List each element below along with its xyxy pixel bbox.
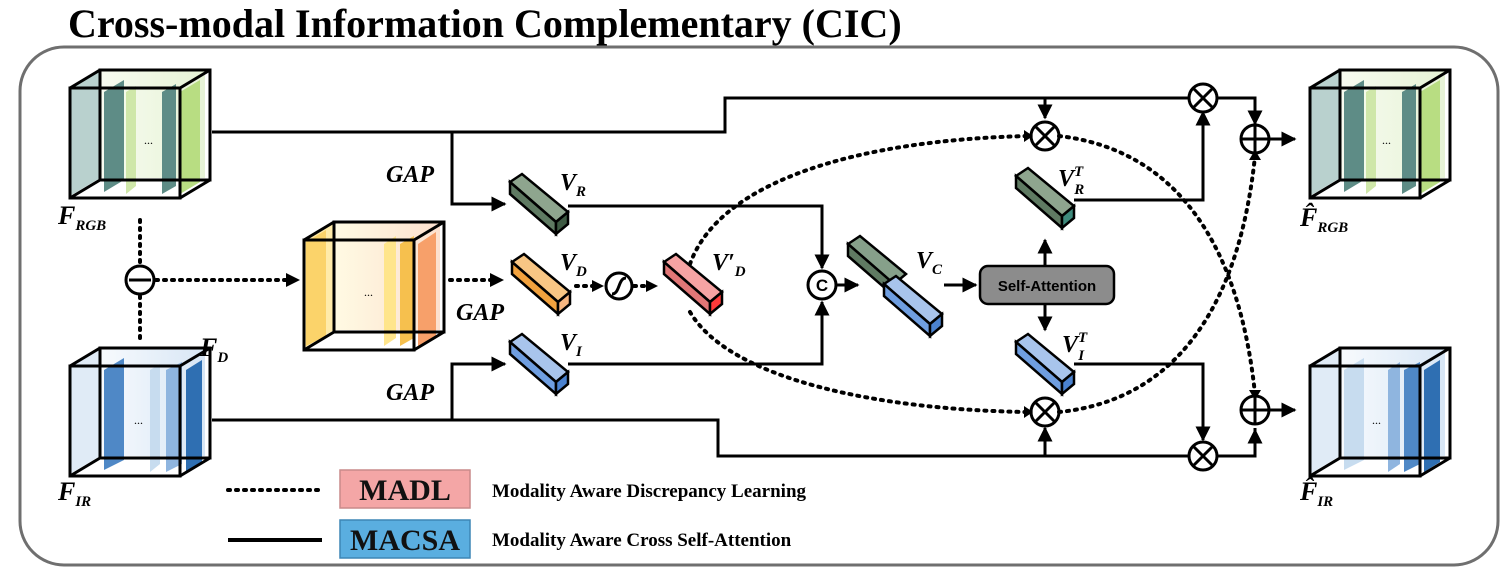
ellipsis-out-ir: ... [1372,413,1381,427]
vr-vector [507,172,570,237]
f-hat-ir-cube: ... [1308,346,1452,478]
vi-vector [507,332,570,397]
vrt-vector [1013,166,1076,231]
multiply-node-bottom-right [1187,440,1219,472]
vd-prime-vector [661,252,724,317]
legend-macsa-box [339,519,471,559]
legend-macsa-abbr: MACSA [350,524,460,557]
vc-label: VC [916,248,943,278]
add-node-bottom [1239,394,1271,426]
self-attention-block: Self-Attention [978,264,1116,306]
legend-madl-abbr: MADL [359,474,451,507]
vi-label: VI [560,330,583,360]
vr-to-concat [568,204,830,270]
f-ir-label: FIR [57,477,91,510]
multiply-node-top-right [1187,82,1219,114]
vdp-to-mult-bottom-dotted [688,310,1030,414]
gap-label-rgb: GAP [386,162,434,188]
svg-text:Self-Attention: Self-Attention [998,278,1096,295]
f-rgb-label: FRGB [57,201,106,234]
gap-label-d: GAP [456,300,504,326]
vd-label: VD [560,250,587,280]
f-d-label: FD [199,333,228,366]
mult-bottom-to-add-top-dotted [1057,154,1257,414]
vit-vector [1013,332,1076,397]
legend: MADL Modality Aware Discrepancy Learning… [226,469,807,559]
legend-madl-text: Modality Aware Discrepancy Learning [492,481,807,502]
legend-macsa-text: Modality Aware Cross Self-Attention [492,530,792,551]
f-d-cube: ... [302,220,446,352]
vd-vector [509,252,572,317]
vit-to-mult [1074,362,1211,442]
add-node-top [1239,123,1271,155]
f-rgb-cube: ... [68,68,212,200]
multiply-node-top-mid [1029,120,1061,152]
rgb-main-line [212,96,1257,134]
vd-prime-label: V′D [712,250,746,280]
f-hat-ir-label: F̂IR [1299,477,1333,510]
legend-madl-box [339,469,471,509]
vdp-to-mult-top-dotted [688,134,1030,266]
vrt-to-mult [1074,110,1211,202]
ellipsis-rgb: ... [144,133,153,147]
f-hat-rgb-cube: ... [1308,68,1452,200]
cic-frame [18,45,1500,567]
gap-label-ir: GAP [386,380,434,406]
ellipsis-ir: ... [134,413,143,427]
concat-node: C [806,269,838,301]
mult-top-to-add-bottom-dotted [1057,134,1257,396]
f-ir-cube: ... [68,346,212,478]
subtract-node [124,264,156,296]
vc-vector [845,234,944,339]
vr-label: VR [560,170,586,200]
f-hat-rgb-label: F̂RGB [1299,203,1348,236]
sigmoid-node [604,271,634,301]
gap-rgb-branch [450,132,507,212]
ellipsis-d: ... [364,285,373,299]
multiply-node-bottom-mid [1029,396,1061,428]
ellipsis-out-rgb: ... [1382,133,1391,147]
gap-ir-branch [450,356,507,420]
vi-to-concat [568,300,830,366]
svg-text:C: C [816,276,828,295]
diagram-title: Cross-modal Information Complementary (C… [68,1,902,46]
ir-main-line [212,418,1257,458]
